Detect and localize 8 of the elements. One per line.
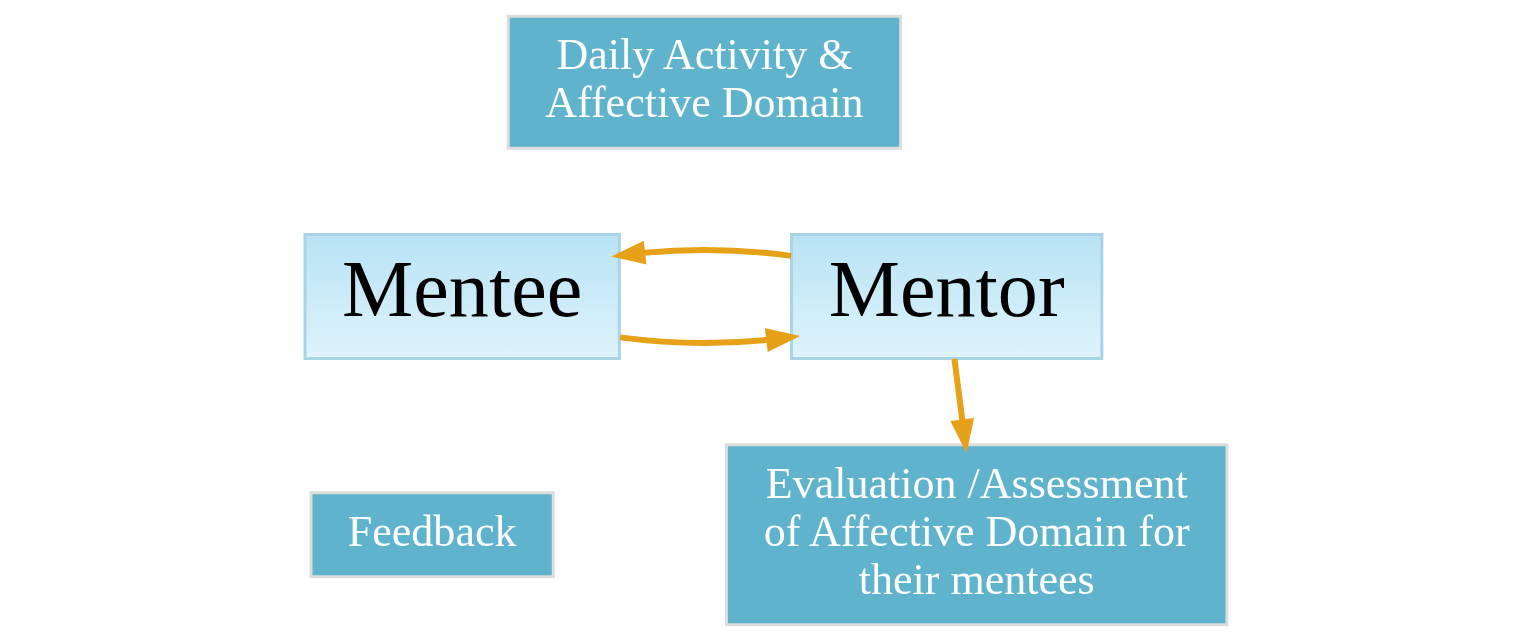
node-box: Mentee <box>303 232 621 361</box>
node-box: Mentor <box>790 232 1104 361</box>
node-box: Feedback <box>309 491 555 579</box>
arrow <box>611 240 792 265</box>
arrow <box>619 328 801 352</box>
node-box: Evaluation /Assessment of Affective Domain for their mentees <box>724 443 1229 627</box>
node-box: Daily Activity & Affective Domain <box>506 14 903 150</box>
arrow <box>950 358 975 454</box>
